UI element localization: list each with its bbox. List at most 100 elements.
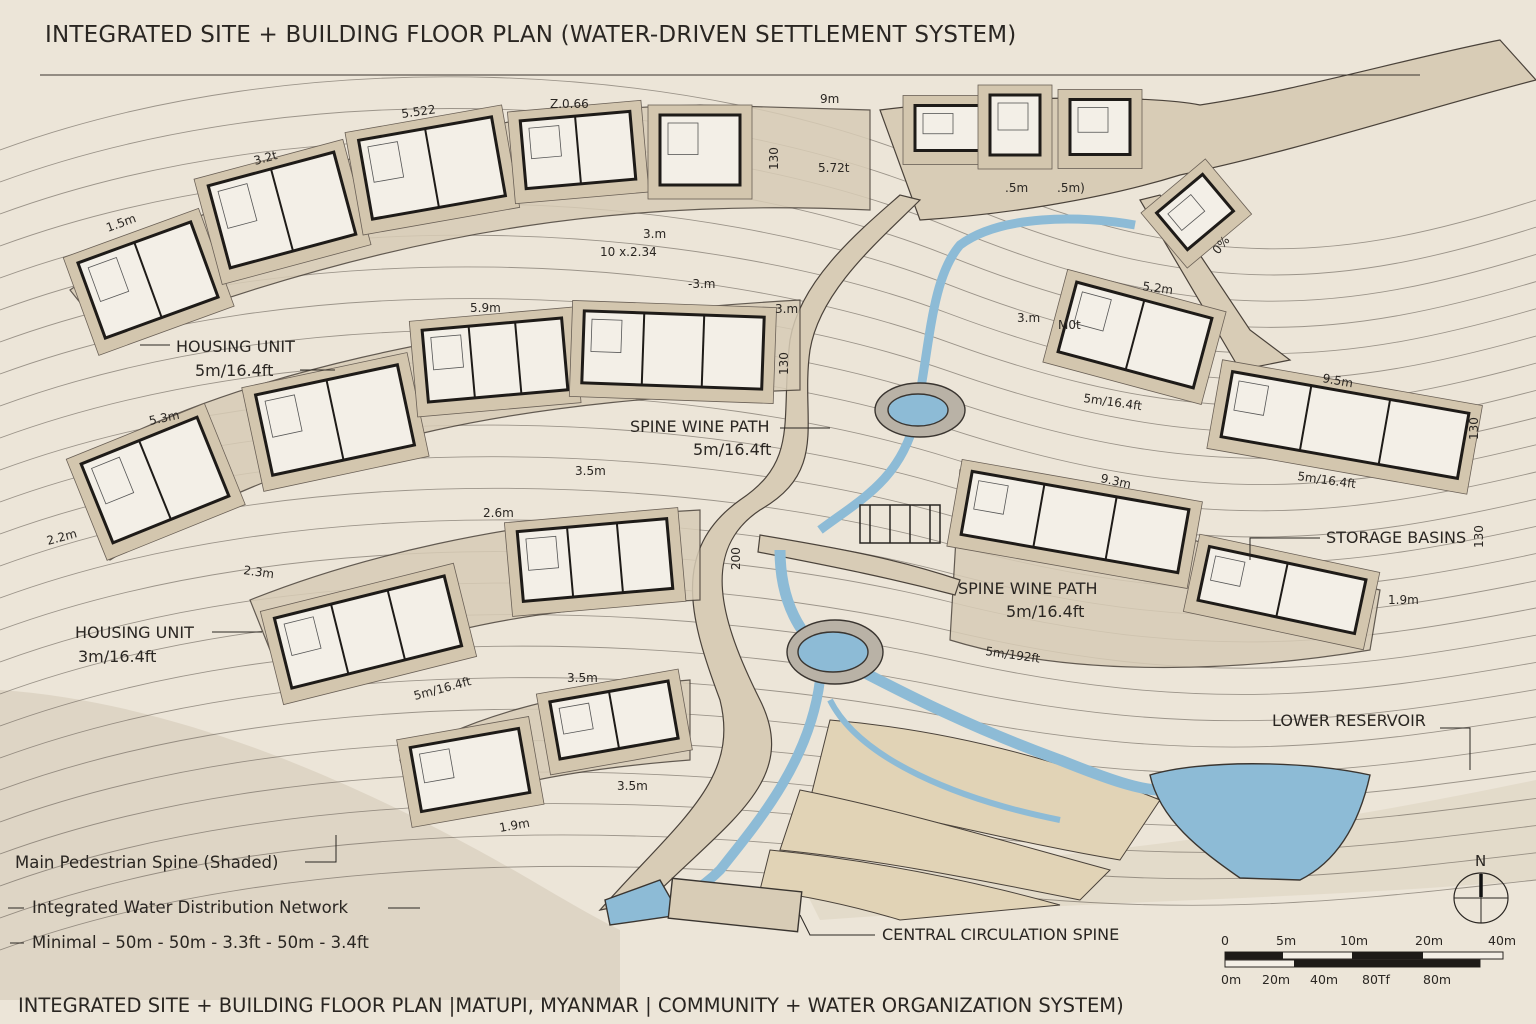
housing-units xyxy=(62,84,1483,828)
housing-unit xyxy=(65,402,246,561)
field-terrace xyxy=(779,789,1111,901)
scale-top-label: 10m xyxy=(1340,933,1368,948)
terraced-fields xyxy=(759,719,1161,921)
lower-reservoir xyxy=(1149,763,1371,881)
dimension-label: 2.3m xyxy=(243,563,275,581)
housing-unit xyxy=(193,138,372,285)
spine-path-size: 5m/16.4ft xyxy=(693,440,771,459)
scale-top-label: 20m xyxy=(1415,933,1443,948)
scale-bottom-label: 40m xyxy=(1310,972,1338,987)
housing-unit xyxy=(344,104,521,236)
housing-unit xyxy=(1140,158,1253,269)
storage-basins-label: STORAGE BASINS xyxy=(1326,528,1466,547)
housing-unit-label-2: HOUSING UNIT xyxy=(75,623,194,642)
dimension-label: 5.9m xyxy=(470,301,501,315)
contour-line xyxy=(0,76,1536,250)
bridge-path xyxy=(757,534,961,596)
housing-unit-size: 5m/16.4ft xyxy=(195,361,273,380)
dimension-label: 130 xyxy=(1472,525,1486,548)
dimension-label: .5m) xyxy=(1057,181,1085,195)
housing-unit xyxy=(62,207,235,356)
middle-basin-water xyxy=(797,631,869,673)
housing-unit xyxy=(535,668,693,776)
housing-unit xyxy=(1057,89,1143,169)
dimension-label: 9.3m xyxy=(1099,471,1132,491)
dimension-label: 3.5m xyxy=(575,464,606,478)
dimension-label: 5.3m xyxy=(148,408,181,428)
central-spine-label: CENTRAL CIRCULATION SPINE xyxy=(882,925,1119,944)
housing-unit xyxy=(946,458,1203,589)
dimension-label: M0t xyxy=(1058,318,1081,332)
housing-unit xyxy=(647,104,753,200)
scale-bottom-label: 80Tf xyxy=(1362,972,1391,987)
scale-segment xyxy=(1352,952,1423,959)
housing-unit xyxy=(396,716,545,828)
scale-segment xyxy=(1294,960,1480,967)
footer-title: INTEGRATED SITE + BUILDING FLOOR PLAN |M… xyxy=(18,994,1124,1017)
housing-unit xyxy=(1182,533,1381,651)
dimension-label: 130 xyxy=(767,147,781,170)
dimension-label: 9.5m xyxy=(1321,371,1354,390)
dimension-label: 5.522 xyxy=(400,102,436,121)
feeder-channel-2 xyxy=(827,698,1061,823)
spine-path-size-2: 5m/16.4ft xyxy=(1006,602,1084,621)
housing-unit xyxy=(408,306,582,418)
callouts: HOUSING UNIT 5m/16.4ft SPINE WINE PATH 5… xyxy=(75,337,1471,944)
contour-line xyxy=(0,677,1536,759)
housing-unit xyxy=(259,562,478,706)
legend: Main Pedestrian Spine (Shaded) Integrate… xyxy=(8,835,420,952)
dimension-label: -3.m xyxy=(688,277,715,291)
north-label: N xyxy=(1475,852,1486,870)
upper-basin-water xyxy=(887,393,949,427)
field-terrace xyxy=(759,849,1061,921)
dimension-label: 9m xyxy=(820,92,839,106)
dimension-label: 3.m xyxy=(775,302,798,316)
dimension-label: 1.9m xyxy=(498,816,531,835)
housing-unit xyxy=(977,84,1053,170)
pergola-structure xyxy=(859,504,941,544)
dimension-label: Z.0.66 xyxy=(550,97,589,111)
housing-unit xyxy=(568,300,777,404)
housing-unit xyxy=(1042,268,1227,406)
lower-channel xyxy=(774,549,1161,796)
housing-unit-size-2: 3m/16.4ft xyxy=(78,647,156,666)
dimension-label: 10 x.2.34 xyxy=(600,245,657,259)
housing-unit-label: HOUSING UNIT xyxy=(176,337,295,356)
stair-steps xyxy=(667,877,803,933)
dimension-label: 3.m xyxy=(1017,311,1040,325)
dimension-label: 3.m xyxy=(643,227,666,241)
scale-bottom-label: 80m xyxy=(1423,972,1451,987)
scale-top-label: 40m xyxy=(1488,933,1516,948)
dimension-label: 3.5m xyxy=(567,671,598,685)
contour-line xyxy=(0,108,1536,276)
dimension-label: 5.72t xyxy=(818,161,850,175)
scale-bottom-label: 0m xyxy=(1221,972,1241,987)
legend-main-spine: Main Pedestrian Spine (Shaded) xyxy=(15,853,278,872)
upper-channel xyxy=(817,214,1136,534)
housing-unit xyxy=(1206,359,1483,495)
dimension-label: 200 xyxy=(729,547,743,570)
pergola-frame xyxy=(859,504,941,544)
plan-title: INTEGRATED SITE + BUILDING FLOOR PLAN (W… xyxy=(45,22,1016,48)
dimension-label: 3.2t xyxy=(252,148,279,168)
scale-bottom-label: 20m xyxy=(1262,972,1290,987)
scale-segment xyxy=(1225,952,1283,959)
spine-path-label: SPINE WINE PATH xyxy=(630,417,770,436)
spine-path-label-2: SPINE WINE PATH xyxy=(958,579,1098,598)
legend-minimal: Minimal – 50m - 50m - 3.3ft - 50m - 3.4f… xyxy=(32,933,369,952)
housing-unit xyxy=(506,99,650,205)
dimension-label: 5.2m xyxy=(1142,279,1174,297)
dimension-label: 3.5m xyxy=(617,779,648,793)
housing-unit xyxy=(241,352,430,492)
housing-unit xyxy=(503,507,687,617)
main-pedestrian-spine xyxy=(598,194,922,911)
scale-top-label: 0 xyxy=(1221,933,1229,948)
dimension-label: 130 xyxy=(1467,417,1481,440)
dimension-label: 1.9m xyxy=(1388,593,1419,607)
lower-reservoir-label: LOWER RESERVOIR xyxy=(1272,711,1426,730)
dimension-label: .5m xyxy=(1005,181,1028,195)
scale-bar: 0 5m 10m 20m 40m 0m 20m 40m 80Tf 80m xyxy=(1221,933,1516,987)
scale-top-label: 5m xyxy=(1276,933,1296,948)
